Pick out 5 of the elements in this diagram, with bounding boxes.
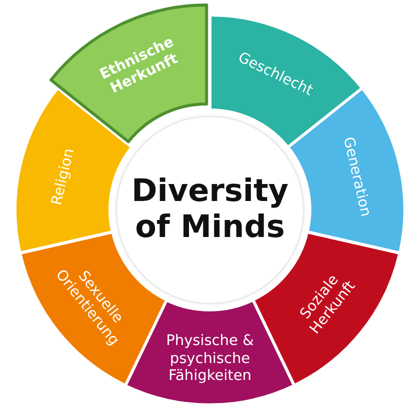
ring-segment xyxy=(51,4,207,142)
segment-label: Generation xyxy=(338,134,374,220)
center-title: Diversity of Minds xyxy=(130,174,290,246)
segment-label: Physische & psychische Fähigkeiten xyxy=(165,333,255,386)
segment-label: Religion xyxy=(48,146,79,208)
